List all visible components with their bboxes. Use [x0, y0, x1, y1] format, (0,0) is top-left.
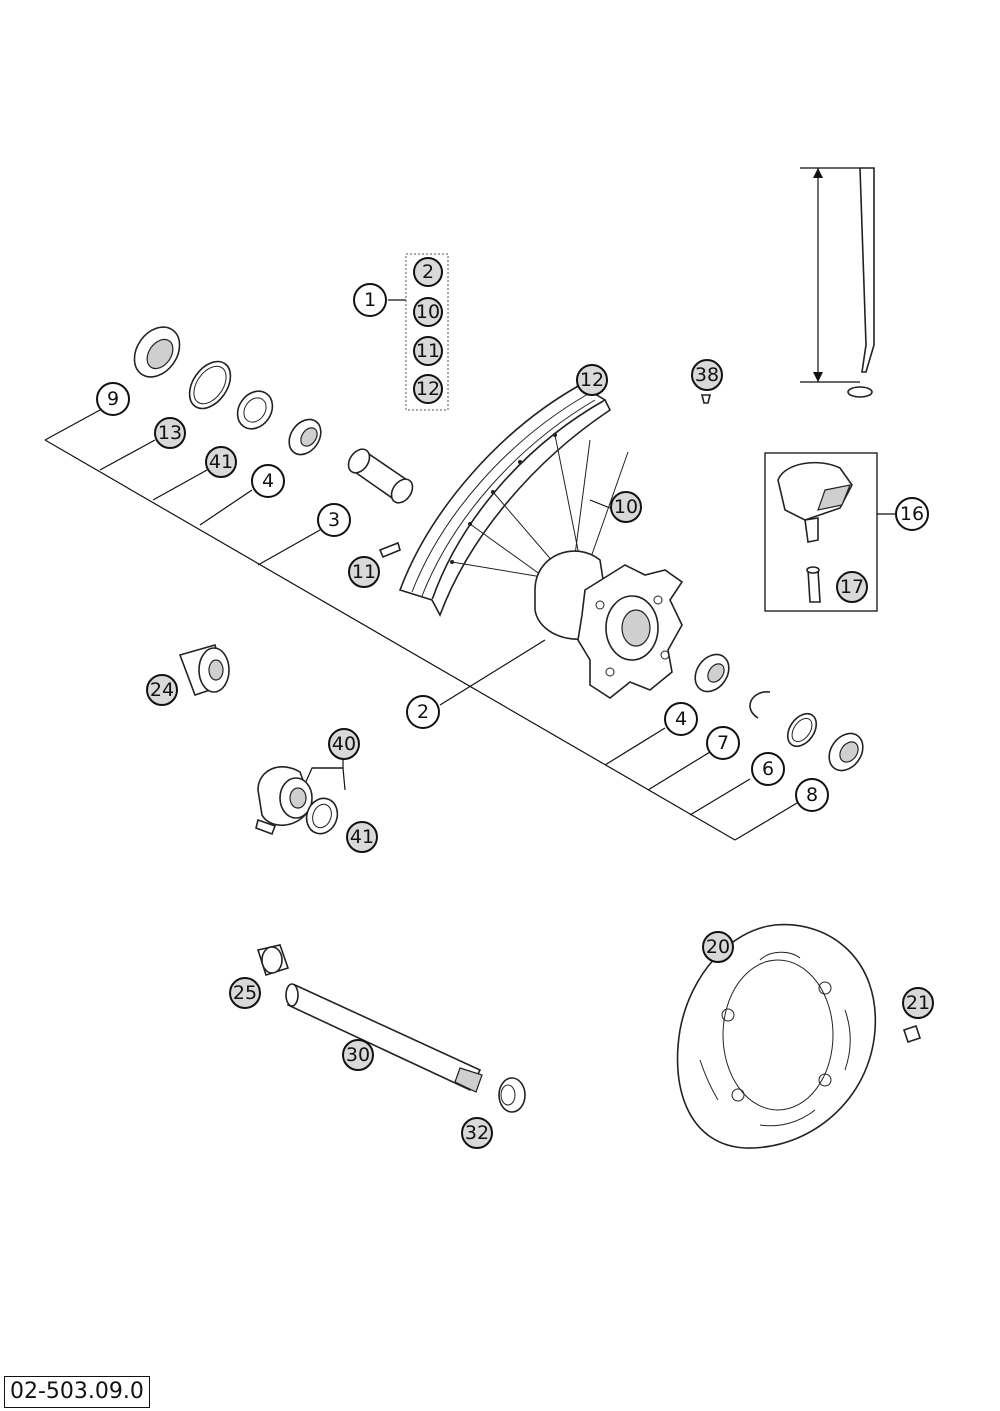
svg-text:11: 11 [416, 340, 440, 362]
callout-1: 1 [353, 283, 387, 317]
valve-cap-part [806, 566, 821, 603]
circlip-part [236, 390, 274, 430]
callout-41-right: 41 [346, 821, 378, 853]
svg-text:12: 12 [580, 369, 604, 391]
callout-9: 9 [96, 382, 130, 416]
callout-7: 7 [706, 726, 740, 760]
callout-2: 2 [406, 695, 440, 729]
seal-ring-right-part [828, 732, 864, 772]
callout-6: 6 [751, 752, 785, 786]
svg-text:9: 9 [107, 388, 119, 410]
svg-text:11: 11 [352, 561, 376, 583]
svg-text:41: 41 [350, 826, 374, 848]
svg-text:38: 38 [695, 364, 719, 386]
svg-text:4: 4 [675, 708, 687, 730]
svg-text:3: 3 [328, 509, 340, 531]
callout-41-left: 41 [205, 446, 237, 478]
svg-text:2: 2 [422, 261, 434, 283]
seal-ring-part [133, 326, 181, 378]
bearing-right-part [694, 653, 730, 693]
wheel-hub-part [534, 550, 684, 699]
svg-text:8: 8 [806, 784, 818, 806]
small-nut-part [700, 394, 712, 404]
callout-3: 3 [317, 503, 351, 537]
svg-text:13: 13 [158, 422, 182, 444]
document-number: 02-503.09.0 [4, 1376, 150, 1408]
callout-10: 10 [610, 491, 642, 523]
callout-4-right: 4 [664, 702, 698, 736]
callout-12-group: 12 [413, 374, 443, 404]
callout-24: 24 [146, 674, 178, 706]
svg-text:7: 7 [717, 732, 729, 754]
svg-text:6: 6 [762, 758, 774, 780]
wheel-rim-part [398, 384, 612, 617]
o-ring-right-part [786, 712, 818, 748]
callout-12: 12 [576, 364, 608, 396]
svg-text:24: 24 [150, 679, 174, 701]
speedometer-drive-part [255, 766, 313, 836]
tire-valve-part [777, 461, 853, 543]
svg-text:17: 17 [840, 576, 864, 598]
svg-text:41: 41 [209, 451, 233, 473]
svg-text:4: 4 [262, 470, 274, 492]
callout-20: 20 [702, 931, 734, 963]
svg-text:40: 40 [332, 733, 356, 755]
callout-21: 21 [902, 987, 934, 1019]
svg-text:16: 16 [900, 503, 924, 525]
drive-ring-part [305, 797, 339, 835]
callout-8: 8 [795, 778, 829, 812]
spacer-bushing-part [178, 644, 230, 697]
axle-cap-part [498, 1077, 526, 1113]
callout-30: 30 [342, 1039, 374, 1071]
svg-text:12: 12 [416, 378, 440, 400]
bearing-left-part [288, 418, 322, 456]
callout-10-group: 10 [413, 297, 443, 327]
callout-16: 16 [895, 497, 929, 531]
spacer-tube-part [347, 448, 414, 504]
callout-32: 32 [461, 1117, 493, 1149]
svg-text:21: 21 [906, 992, 930, 1014]
o-ring-part [188, 360, 232, 410]
axle-shaft-part [285, 983, 483, 1093]
callout-11: 11 [348, 556, 380, 588]
svg-text:30: 30 [346, 1044, 370, 1066]
svg-text:20: 20 [706, 936, 730, 958]
svg-text:10: 10 [614, 496, 638, 518]
callout-38: 38 [691, 359, 723, 391]
spoke-rod-part [800, 167, 875, 398]
svg-text:32: 32 [465, 1122, 489, 1144]
disc-bolt-part [902, 1024, 922, 1044]
svg-text:25: 25 [233, 982, 257, 1004]
brake-disc-part [676, 923, 877, 1149]
axle-nut-part [256, 944, 290, 977]
callout-25: 25 [229, 977, 261, 1009]
callout-2-group: 2 [413, 257, 443, 287]
callout-17: 17 [836, 571, 868, 603]
svg-text:2: 2 [417, 701, 429, 723]
circlip-right-part [749, 691, 771, 719]
svg-text:1: 1 [364, 289, 376, 311]
spoke-nipple-part [378, 541, 401, 559]
callout-13: 13 [154, 417, 186, 449]
callout-4-left: 4 [251, 464, 285, 498]
callout-11-group: 11 [413, 336, 443, 366]
callout-40: 40 [328, 728, 360, 760]
svg-text:10: 10 [416, 301, 440, 323]
